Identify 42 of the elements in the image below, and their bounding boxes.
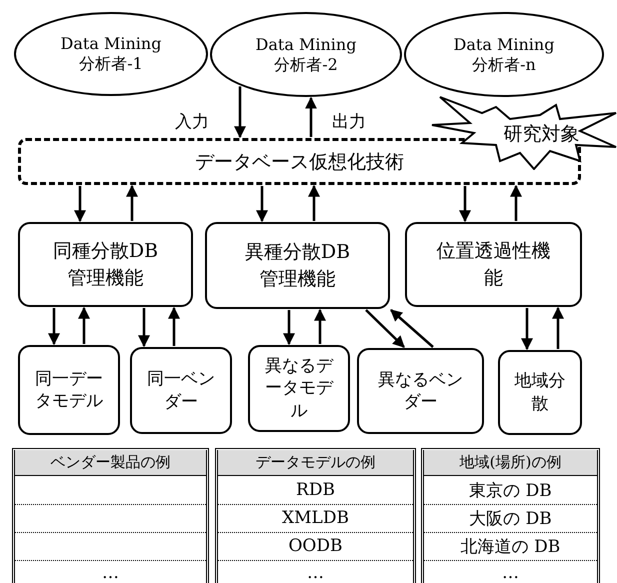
- analyst-ellipse: Data Mining 分析者-2: [210, 12, 402, 97]
- arrow: [48, 308, 60, 346]
- arrow: [168, 306, 180, 346]
- table-cell-text: 大阪の DB: [468, 508, 553, 530]
- arrow: [308, 184, 320, 221]
- arrow: [459, 186, 471, 222]
- component-box: 異なるベンダー: [357, 348, 484, 434]
- table-cell-text: …: [306, 562, 325, 583]
- table-cell-text: XMLDB: [281, 507, 350, 530]
- function-box: 異種分散DB 管理機能: [205, 222, 390, 309]
- arrow: [305, 96, 317, 137]
- arrow: [234, 86, 246, 138]
- table-header: データモデルの例: [218, 450, 413, 476]
- analyst-ellipse: Data Mining 分析者-n: [404, 12, 604, 97]
- arrow: [390, 309, 434, 348]
- arrow: [314, 308, 326, 344]
- table-cell-text: 東京の DB: [468, 480, 553, 502]
- arrow: [78, 306, 90, 344]
- analyst-ellipse: Data Mining 分析者-1: [14, 12, 208, 96]
- table-header: ベンダー製品の例: [15, 450, 206, 476]
- table-cell-text: 北海道の DB: [460, 536, 562, 558]
- component-box: 同一データモデル: [18, 345, 120, 435]
- arrow: [365, 309, 405, 348]
- arrow: [510, 184, 522, 221]
- arrow: [126, 184, 138, 221]
- table-cell-text: OODB: [288, 535, 344, 558]
- table-cell-text: RDB: [295, 479, 336, 502]
- arrow: [521, 308, 533, 350]
- table-cell-text: …: [501, 562, 520, 583]
- arrow: [256, 186, 268, 222]
- table-header: 地域(場所)の例: [424, 450, 597, 476]
- component-box: 同一ベンダー: [130, 347, 232, 434]
- arrow: [552, 306, 564, 349]
- arrow: [74, 186, 86, 222]
- function-box: 同種分散DB 管理機能: [18, 222, 193, 307]
- function-box: 位置透過性機能: [405, 222, 582, 307]
- arrow: [283, 310, 295, 346]
- arrow: [138, 308, 150, 348]
- component-box: 異なるデータモデル: [248, 345, 350, 432]
- component-box: 地域分散: [498, 350, 582, 435]
- starburst: 研究対象: [430, 95, 617, 170]
- table-cell-text: …: [101, 562, 120, 583]
